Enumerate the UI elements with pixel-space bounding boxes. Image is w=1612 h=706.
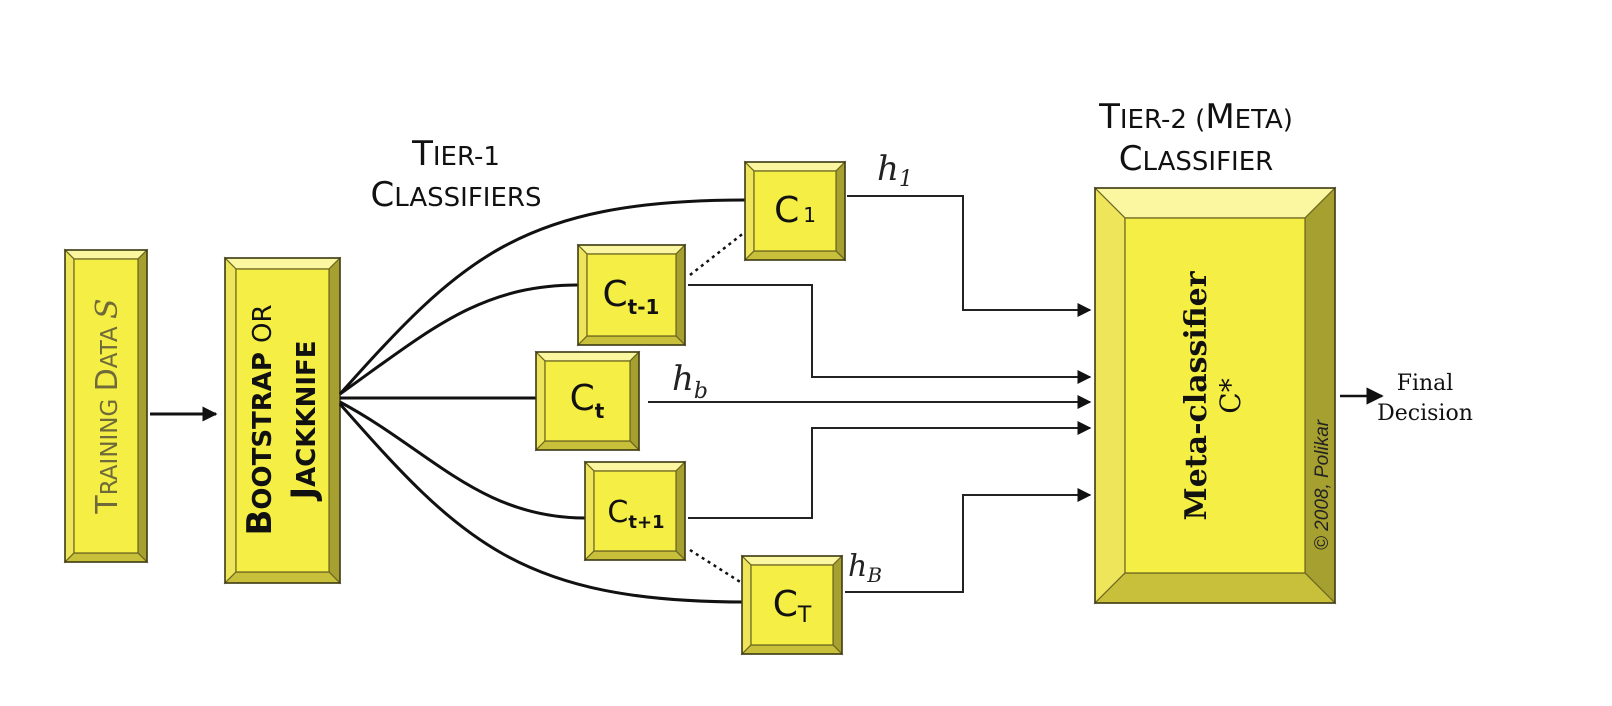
meta-classifier-label: Meta-classifier <box>1179 270 1214 520</box>
copyright-text: © 2008, Polikar <box>1312 419 1333 550</box>
hypothesis-label-hB: hB <box>848 549 882 587</box>
classifier-label-cT: CT <box>773 584 812 628</box>
classifier-label-ct+1: Ct+1 <box>607 495 664 533</box>
meta-classifier-box <box>1093 186 1337 605</box>
sampler-label-line2: JACKKNIFE <box>284 340 324 501</box>
sampler-box <box>223 256 342 585</box>
curve-to-ct+1 <box>339 400 586 520</box>
final-decision-line1: Final <box>1397 371 1454 396</box>
wire-ct-1 <box>688 284 1092 384</box>
training-data-label: TRAINING DATA S <box>90 298 125 514</box>
training-data-box <box>63 248 149 564</box>
curve-to-c1 <box>338 198 746 396</box>
meta-classifier-symbol: C* <box>1214 378 1247 413</box>
curve-to-ct-1 <box>339 283 579 396</box>
tier1-heading-line2: CLASSIFIERS <box>371 175 542 215</box>
dots-lower <box>689 548 746 587</box>
hypothesis-label-h1: h1 <box>877 149 913 192</box>
tier1-heading-line1: TIER-1 <box>411 134 500 174</box>
curve-to-cT <box>338 403 746 604</box>
hypothesis-label-hb: hb <box>672 359 708 404</box>
classifier-label-ct-1: Ct-1 <box>603 274 660 319</box>
classifier-box-cT <box>740 554 844 656</box>
final-decision-line2: Decision <box>1377 401 1473 426</box>
wire-cT <box>845 488 1092 593</box>
classifier-label-ct: Ct <box>570 378 605 423</box>
classifier-box-c1 <box>743 160 847 262</box>
sampler-label-line1: BOOTSTRAP OR <box>240 304 280 535</box>
classifier-box-ct+1 <box>583 460 687 562</box>
wire-ct+1 <box>688 421 1092 519</box>
wire-c1 <box>847 195 1092 317</box>
classifier-box-ct-1 <box>576 243 687 347</box>
classifier-box-ct <box>534 350 641 452</box>
tier2-heading-line2: CLASSIFIER <box>1119 139 1273 179</box>
dots-upper <box>689 231 746 276</box>
tier2-heading-line1: TIER-2 (META) <box>1098 97 1293 137</box>
